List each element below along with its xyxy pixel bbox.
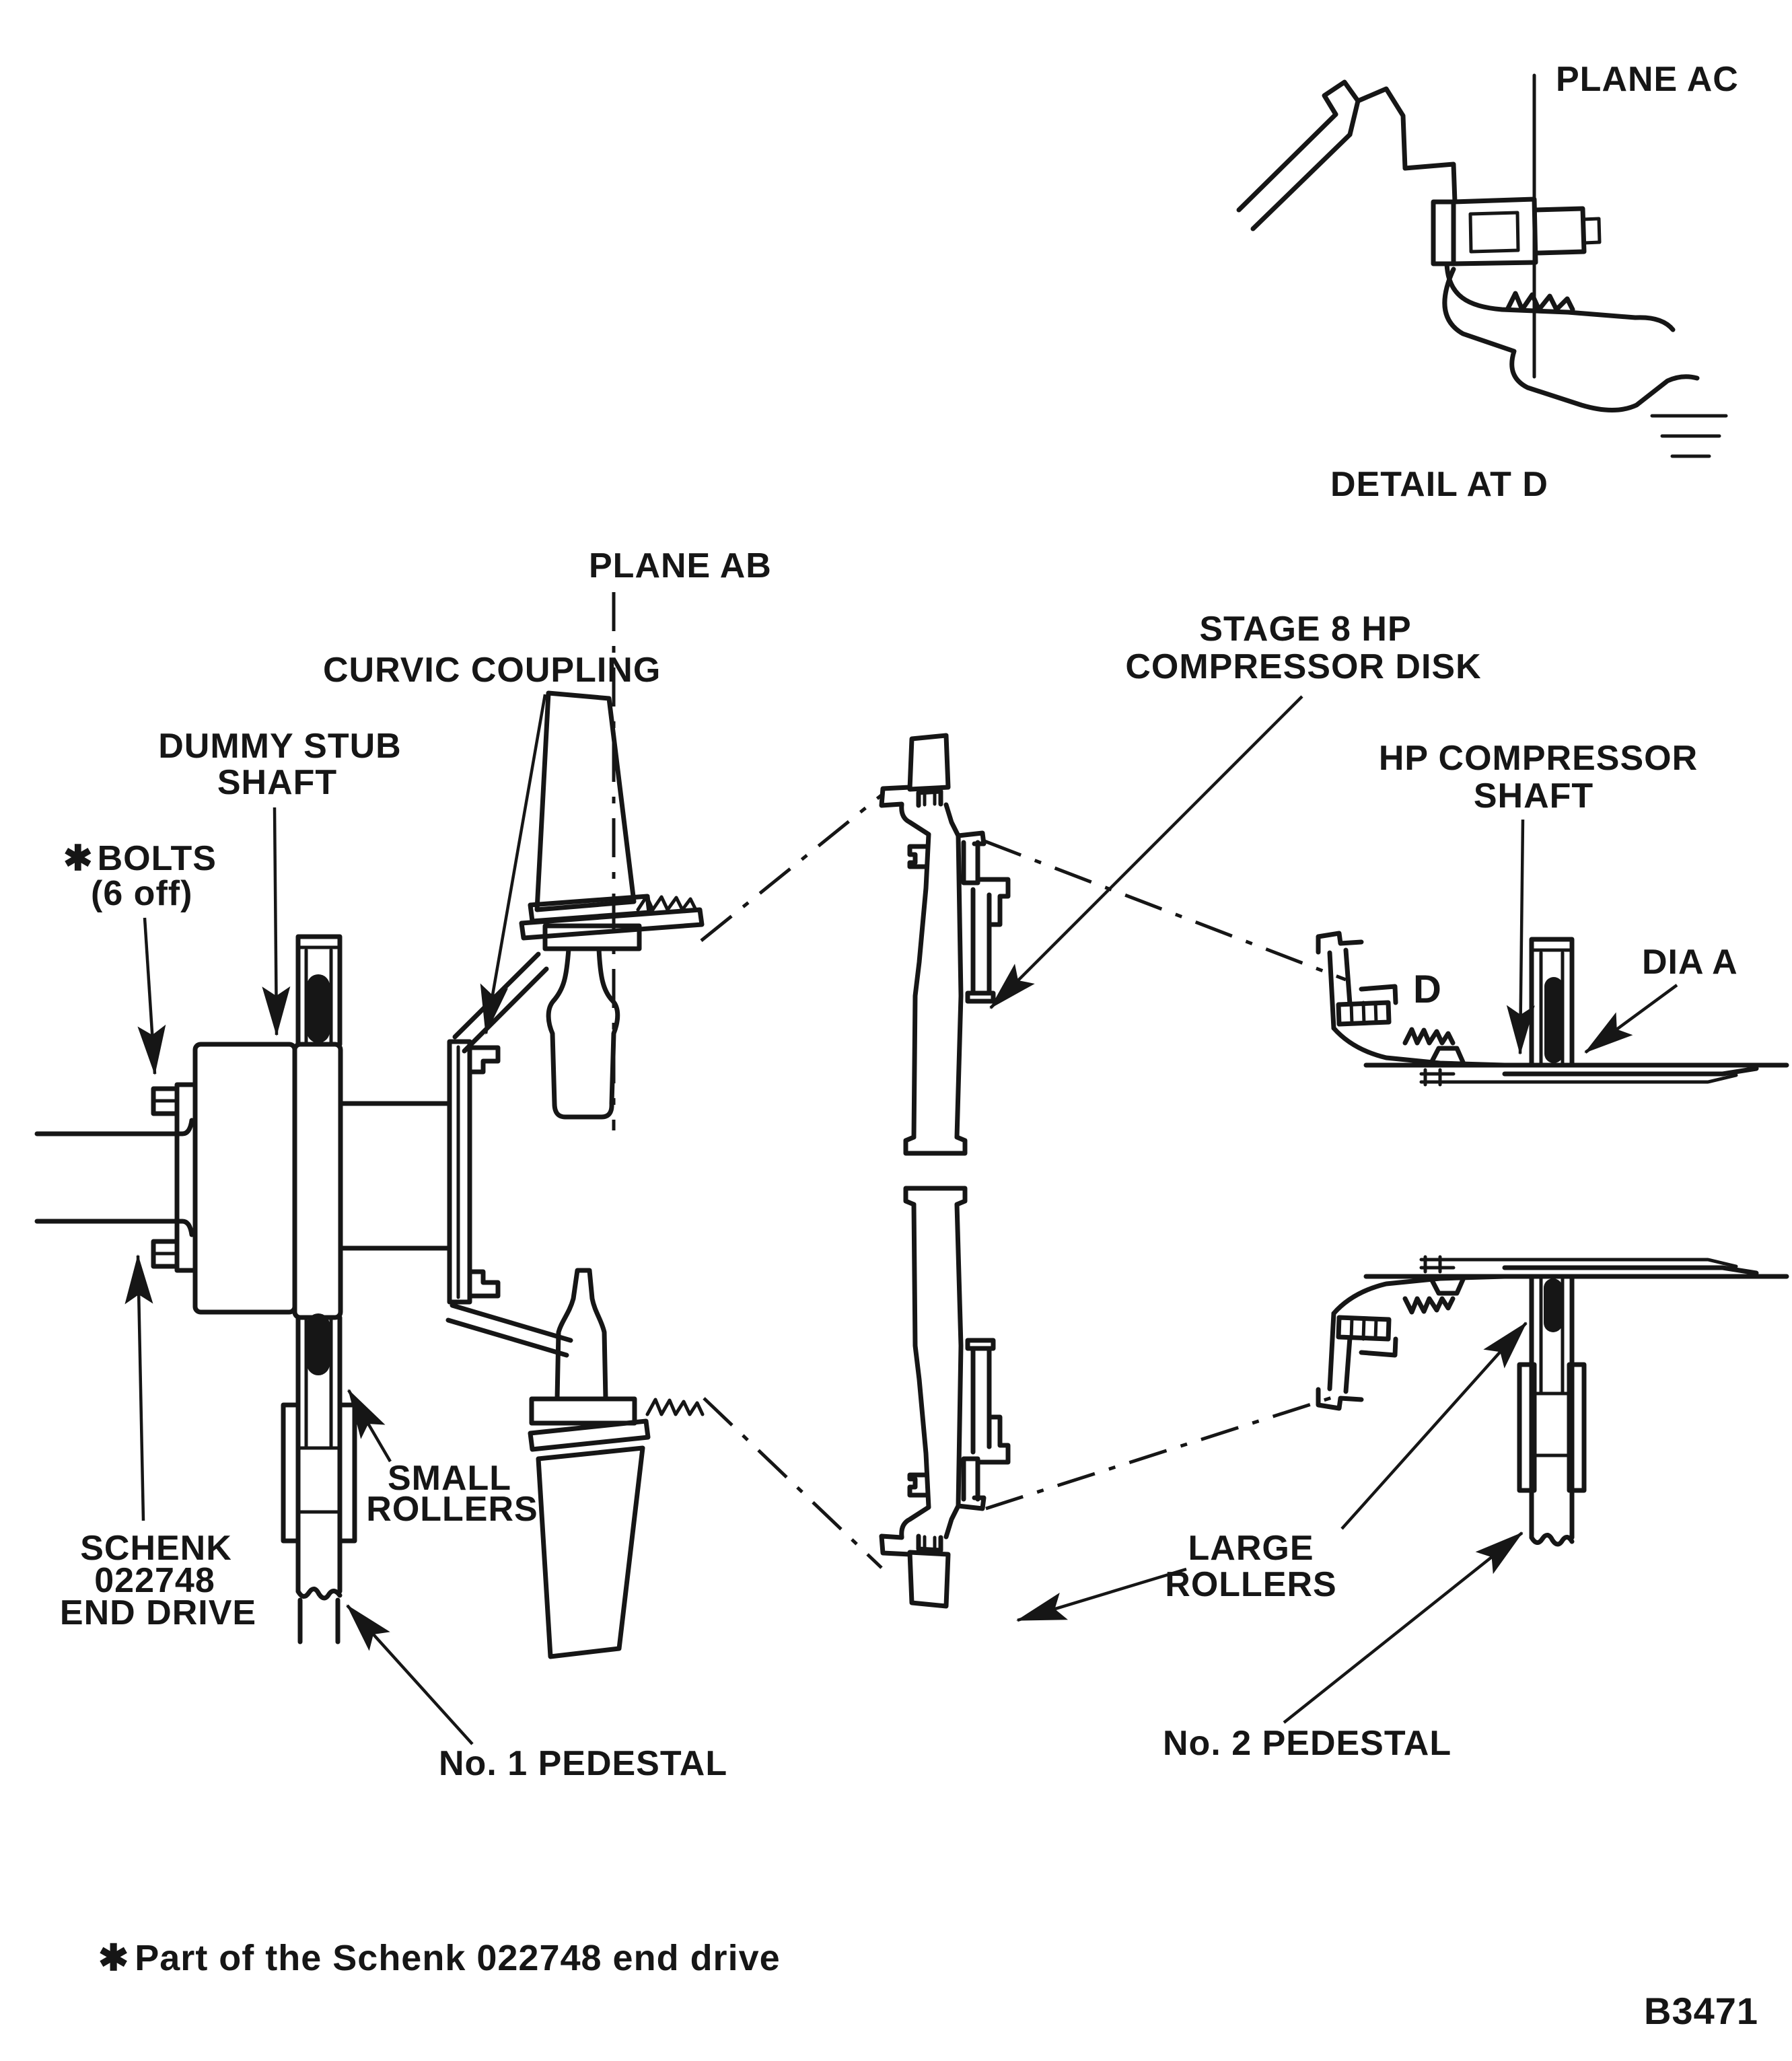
pedestal-2-column [1517,1274,1587,1547]
bolt-upper [151,1086,180,1116]
plane-ac-label: PLANE AC [1556,60,1739,99]
schenk-label-2: 022748 [94,1561,215,1600]
lower-coupling-arm [445,1303,573,1358]
pedestal-1-label: No. 1 PEDESTAL [439,1744,727,1783]
figure-reference: B3471 [1644,1990,1758,2032]
stage8-disk-label-2: COMPRESSOR DISK [1125,647,1481,686]
small-rollers-label-1: SMALL [388,1459,511,1498]
bolts-label: ✱BOLTS [63,839,217,878]
pedestal-1-plate-left [281,1402,301,1544]
align-leader-upper-right [984,839,1347,982]
detail-location-marker: D [1413,968,1442,1011]
align-leader-lower-right [985,1392,1343,1511]
large-rollers-arrow-2 [1016,1567,1187,1622]
column-break [295,1587,343,1601]
hp-shaft-label-2: SHAFT [1474,776,1593,816]
hp-shaft-label-1: HP COMPRESSOR [1379,739,1698,778]
upper-spacer-bar [519,907,705,941]
lower-blade-assembly [445,1268,705,1659]
upper-serration [636,894,698,912]
dummy-stub-shaft-block [192,1042,297,1315]
column-break-2 [1529,1533,1575,1547]
lower-blade [536,1445,645,1659]
pedestal-2-upper-roller [1529,937,1575,1068]
curvic-coupling-arrow [480,694,547,1035]
align-leader-upper-left [700,793,884,942]
large-rollers-arrow-1 [1340,1322,1528,1530]
lower-serration [645,1398,705,1416]
schenk-label-1: SCHENK [80,1529,232,1568]
pedestal-2-arrow [1283,1531,1524,1724]
curvic-coupling-label: CURVIC COUPLING [323,651,661,690]
pedestal-1-column [281,934,357,1644]
detail-caption: DETAIL AT D [1330,465,1548,504]
dummy-stub-shaft-arrow [262,807,291,1036]
upper-blade-root [542,923,642,951]
upper-coupling-arm [452,951,549,1054]
stub-drum [338,1101,452,1251]
roller-journal-upper [1544,977,1563,1063]
pedestal-1-arrow [346,1604,474,1745]
detail-view: PLANE AC DETAIL AT D [1236,60,1739,504]
plane-ab-label: PLANE AB [589,546,772,585]
small-rollers-label-2: ROLLERS [366,1490,538,1529]
upper-blade-assembly [452,690,705,1120]
stage8-disk-arrow [989,695,1303,1009]
stage8-disk-label-1: STAGE 8 HP [1199,610,1411,649]
large-roller [1544,1278,1563,1332]
lower-blade-root [529,1396,637,1426]
small-rollers-arrow [347,1389,392,1463]
stub-shaft-slab [292,1042,343,1320]
pedestal-2-plate-left [1517,1362,1537,1493]
upper-disk-post [546,946,620,1120]
stage8-disk-lower [882,1188,1008,1606]
drive-flange [174,1082,198,1273]
pedestal-2-label: No. 2 PEDESTAL [1163,1724,1451,1763]
hp-shaft-arrow [1506,819,1535,1055]
upper-blade [534,690,637,912]
lower-disk-post [554,1268,608,1402]
stage8-disk-upper [882,735,1008,1153]
bolt-lower [151,1239,180,1269]
dia-a-arrow [1584,984,1678,1054]
lower-spacer-bar [528,1418,651,1452]
footnote: ✱Part of the Schenk 022748 end drive [98,1938,781,1978]
bolts-arrow [137,917,166,1075]
bolts-label-2: (6 off) [91,874,192,913]
end-drive-assembly [34,1042,452,1320]
curvic-coupling-assembly [447,1039,501,1305]
small-roller-lower [307,1313,330,1375]
coupling-flange [447,1039,472,1305]
small-roller-upper [307,974,330,1043]
align-leader-lower-left [703,1397,883,1569]
large-rollers-label-1: LARGE [1188,1529,1314,1568]
large-rollers-label-2: ROLLERS [1165,1565,1336,1604]
schenk-label-3: END DRIVE [60,1593,256,1632]
schenk-arrow [124,1254,153,1521]
dummy-stub-shaft-label-1: DUMMY STUB [158,727,401,766]
pedestal-1-plate-right [337,1402,357,1544]
detail-sketch [1236,79,1728,458]
pedestal-2-plate-right [1567,1362,1587,1493]
dummy-stub-shaft-label-2: SHAFT [217,763,337,802]
dia-a-label: DIA A [1642,943,1738,982]
